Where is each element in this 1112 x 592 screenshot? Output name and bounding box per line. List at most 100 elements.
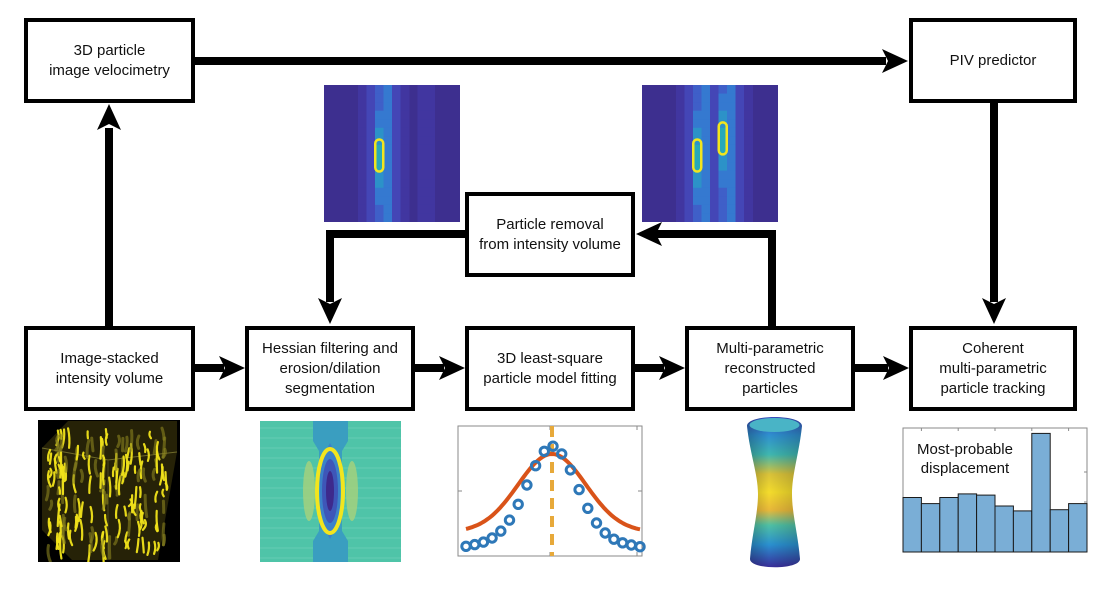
heatmap-cell: [718, 187, 728, 197]
particle-streak: [124, 453, 129, 478]
heatmap-cell: [426, 127, 435, 137]
heatmap-cell: [727, 127, 736, 137]
arrow-predictor-to-tracking: [982, 102, 1006, 324]
particle-streak: [115, 467, 119, 490]
heatmap-cell: [400, 213, 410, 222]
heatmap-cell: [417, 179, 427, 189]
heatmap-cell: [693, 187, 702, 197]
heatmap-cell: [375, 196, 384, 206]
node-particle-removal: Particle removal from intensity volume: [465, 192, 635, 277]
heatmap-cell: [417, 144, 427, 154]
heatmap-cell: [417, 162, 427, 172]
histogram-bar: [939, 497, 959, 553]
particle-outline: [374, 138, 385, 173]
heatmap-cell: [701, 213, 711, 222]
heatmap-cell: [684, 136, 694, 146]
heatmap-cell: [358, 204, 367, 214]
heatmap-cell: [417, 119, 427, 129]
histogram-bar: [976, 494, 996, 553]
particle-streak: [77, 498, 81, 523]
particle-streak: [154, 522, 159, 533]
data-point: [486, 532, 498, 544]
heatmap-cell: [400, 187, 410, 197]
heatmap-cell: [718, 93, 728, 103]
heatmap-cell: [400, 110, 410, 120]
heatmap-cell: [693, 204, 702, 214]
heatmap-cell: [735, 204, 745, 214]
heatmap-cell: [727, 102, 736, 112]
heatmap-cell: [710, 162, 719, 172]
heatmap-cell: [727, 85, 736, 95]
particle-streak: [87, 454, 92, 475]
histogram-bar: [994, 505, 1014, 553]
heatmap-cell: [358, 127, 367, 137]
heatmap-cell: [375, 127, 384, 137]
particle-streak: [90, 436, 95, 453]
heatmap-cell: [735, 127, 745, 137]
heatmap-cell: [426, 179, 435, 189]
heatmap-cell: [744, 170, 753, 180]
heatmap-cell: [744, 110, 753, 120]
particle-streak: [141, 467, 147, 483]
particle-streak: [161, 447, 168, 459]
heatmap-cell: [366, 93, 376, 103]
particle-streak: [57, 445, 63, 457]
node-piv-predictor: PIV predictor: [909, 18, 1077, 103]
particle-streak: [100, 537, 105, 558]
particle-streak: [46, 448, 52, 462]
heatmap-cell: [366, 136, 376, 146]
heatmap-cell: [735, 153, 745, 163]
node-multiparametric-particles: Multi-parametric reconstructed particles: [685, 326, 855, 411]
heatmap-cell: [718, 204, 728, 214]
particle-streak: [155, 509, 159, 532]
particle-streak: [152, 439, 158, 455]
particle-streak: [66, 522, 71, 540]
particle-streak: [124, 435, 129, 453]
heatmap-cell: [727, 162, 736, 172]
heatmap-cell: [392, 119, 401, 129]
heatmap-cell: [727, 170, 736, 180]
heatmap-cell: [366, 119, 376, 129]
heatmap-cell: [718, 179, 728, 189]
node-label: Multi-parametric reconstructed particles: [716, 339, 824, 397]
heatmap-cell: [710, 144, 719, 154]
heatmap-cell: [701, 162, 711, 172]
particle-streak: [156, 541, 160, 552]
heatmap-cell: [744, 119, 753, 129]
heatmap-cell: [383, 170, 393, 180]
heatmap-cell: [392, 85, 401, 95]
heatmap-cell: [727, 136, 736, 146]
heatmap-cell: [676, 162, 685, 172]
heatmap-cell: [392, 162, 401, 172]
heatmap-cell: [701, 110, 711, 120]
heatmap-cell: [375, 102, 384, 112]
data-point: [538, 445, 551, 457]
heatmap-cell: [693, 153, 702, 163]
heatmap-cell: [693, 144, 702, 154]
particle-streak: [58, 537, 63, 560]
heatmap-cell: [417, 127, 427, 137]
heatmap-cell: [392, 127, 401, 137]
heatmap-cell: [400, 102, 410, 112]
heatmap-cell: [727, 179, 736, 189]
heatmap-cell: [710, 127, 719, 137]
displacement-histogram: [902, 427, 1088, 553]
heatmap-cell: [744, 93, 753, 103]
heatmap-cell: [392, 110, 401, 120]
heatmap-cell: [375, 179, 384, 189]
histogram-label: Most-probable displacement: [917, 441, 1013, 477]
heatmap-cell: [710, 153, 719, 163]
heatmap-cell: [735, 85, 745, 95]
heatmap-cell: [693, 136, 702, 146]
data-point: [529, 460, 542, 472]
heatmap-cell: [718, 170, 728, 180]
particle-streak: [114, 503, 119, 519]
heatmap-cell: [693, 179, 702, 189]
node-image-stacked-volume: Image-stacked intensity volume: [24, 326, 195, 411]
particle-streak: [101, 490, 107, 511]
heatmap-cell: [744, 179, 753, 189]
heatmap-cell: [735, 110, 745, 120]
heatmap-cell: [383, 110, 393, 120]
heatmap-cell: [735, 144, 745, 154]
heatmap-cell: [735, 179, 745, 189]
